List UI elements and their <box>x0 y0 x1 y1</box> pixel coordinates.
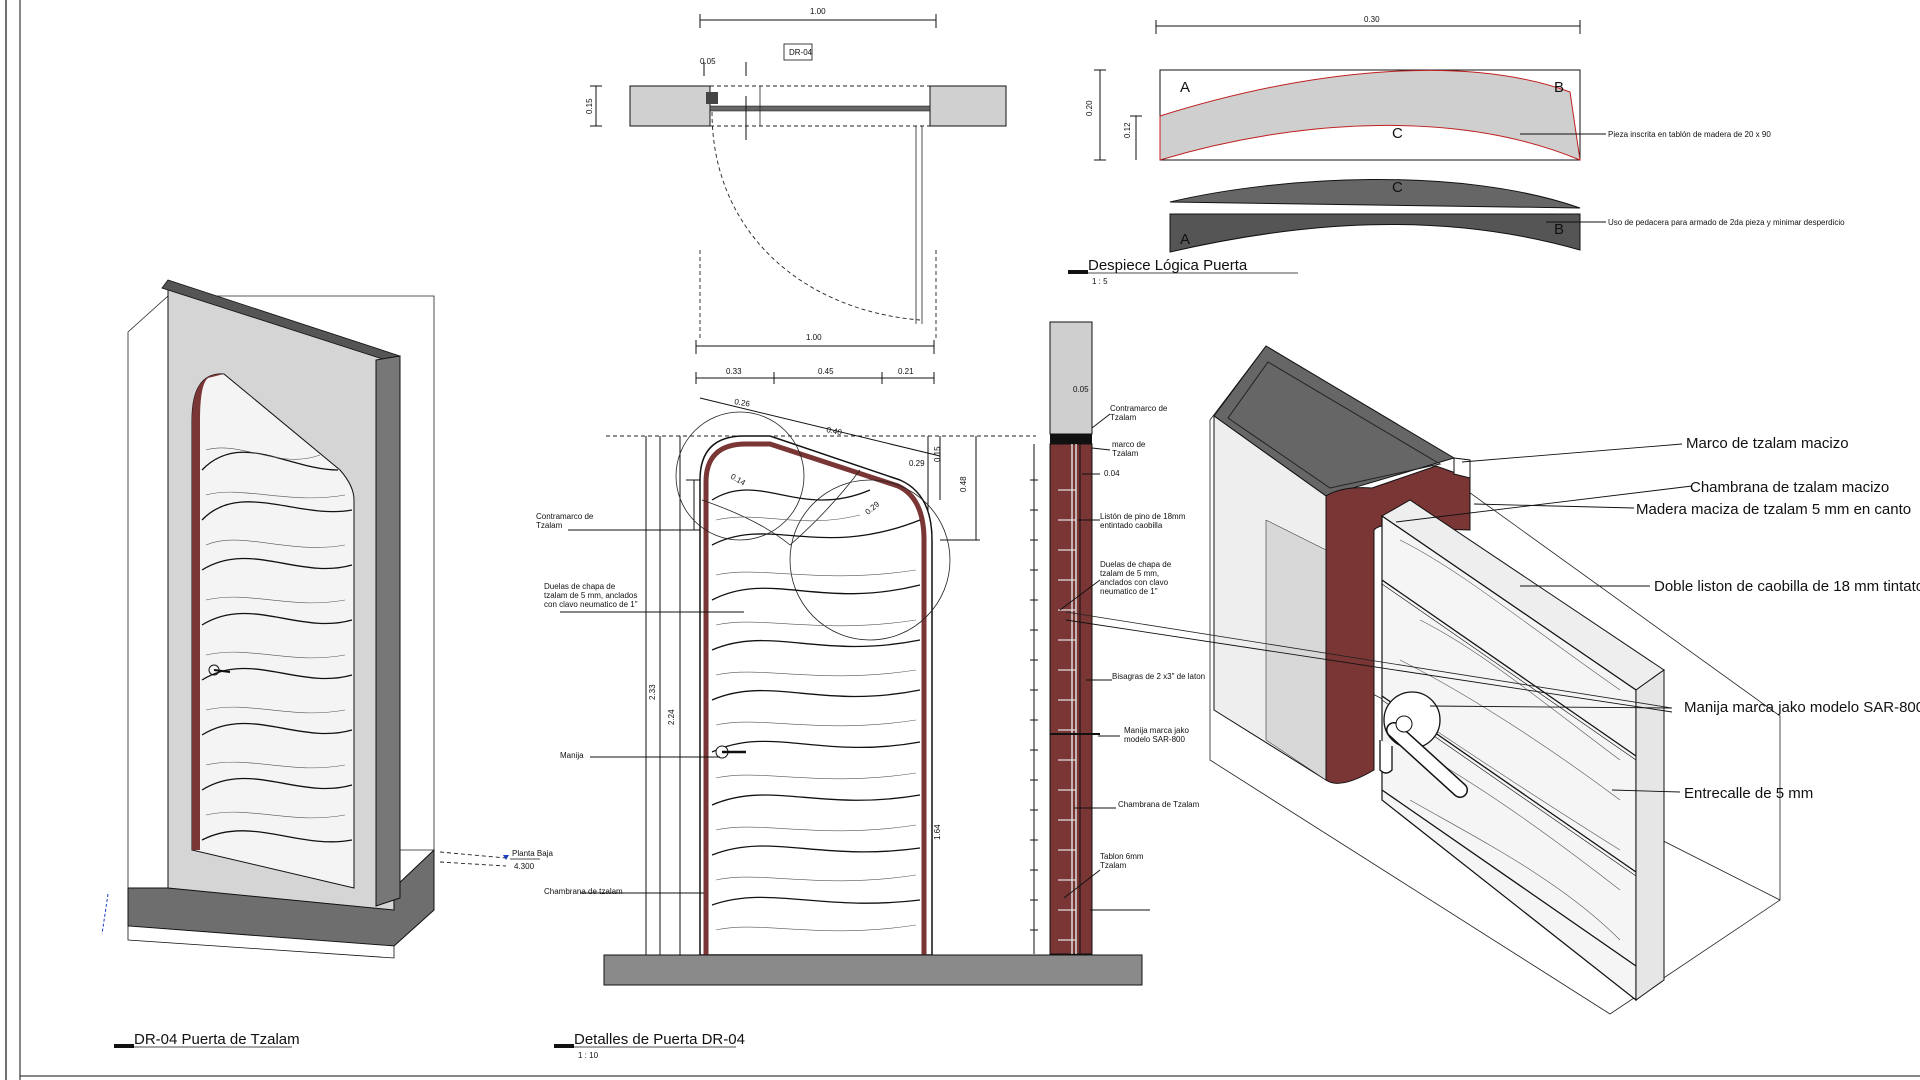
despiece-label-c2: C <box>1392 179 1403 196</box>
elev-scale: 1 : 10 <box>578 1051 599 1060</box>
svg-text:0.20: 0.20 <box>1085 100 1094 116</box>
elev-dim-total: 1.00 <box>806 333 822 342</box>
detail-label-marco: Marco de tzalam macizo <box>1686 435 1849 452</box>
iso-door-view <box>101 279 509 959</box>
section-view: 0.04 0.05 <box>1030 321 1150 955</box>
svg-text:0.05: 0.05 <box>1073 385 1089 394</box>
svg-text:0.48: 0.48 <box>959 476 968 492</box>
despiece-label-a2: A <box>1180 231 1190 248</box>
elev-dim-radius-1: 0.26 <box>734 397 751 409</box>
detail-label-entrecalle: Entrecalle de 5 mm <box>1684 785 1813 802</box>
svg-text:0.29: 0.29 <box>909 459 925 468</box>
level-label: Planta Baja <box>512 849 553 858</box>
sec-label-manija: Manija marca jako modelo SAR-800 <box>1124 726 1189 744</box>
level-value: 4.300 <box>514 862 535 871</box>
despiece-note-1: Pieza inscrita en tablón de madera de 20… <box>1608 130 1771 139</box>
detail-label-chambrana: Chambrana de tzalam macizo <box>1690 479 1889 496</box>
despiece-note-2: Uso de pedacera para armado de 2da pieza… <box>1608 218 1845 227</box>
svg-text:0.04: 0.04 <box>1104 469 1120 478</box>
despiece-scale: 1 : 5 <box>1092 277 1108 286</box>
despiece-label-c: C <box>1392 125 1403 142</box>
sec-label-bisagras: Bisagras de 2 x3" de laton <box>1112 672 1205 681</box>
elev-label-duelas: Duelas de chapa de tzalam de 5 mm, ancla… <box>544 582 638 609</box>
despiece-label-a: A <box>1180 79 1190 96</box>
despiece-label-b: B <box>1554 79 1564 96</box>
iso-detail-view <box>1065 345 1781 1015</box>
sec-label-contramarco: Contramarco de Tzalam <box>1110 404 1167 422</box>
sheet-frame <box>5 0 1920 1080</box>
sec-label-marco: marco de Tzalam <box>1112 440 1145 458</box>
plan-tag: DR-04 <box>789 48 813 57</box>
plan-view: 0.05 0.15 <box>585 14 1007 340</box>
sec-label-chambrana: Chambrana de Tzalam <box>1118 800 1199 809</box>
detail-label-doble: Doble liston de caobilla de 18 mm tintat… <box>1654 578 1920 595</box>
elev-dim-a: 0.33 <box>726 367 742 376</box>
sec-label-duelas: Duelas de chapa de tzalam de 5 mm, ancla… <box>1100 560 1171 596</box>
sec-label-liston: Listón de pino de 18mm entintado caobill… <box>1100 512 1185 530</box>
despiece-label-b2: B <box>1554 221 1564 238</box>
svg-text:0.15: 0.15 <box>933 446 942 462</box>
iso-title: DR-04 Puerta de Tzalam <box>134 1031 300 1048</box>
svg-text:2.24: 2.24 <box>667 709 676 725</box>
elev-label-contramarco: Contramarco de Tzalam <box>536 512 593 530</box>
svg-text:0.12: 0.12 <box>1123 122 1132 138</box>
plan-tag-box <box>783 43 813 61</box>
svg-text:2.33: 2.33 <box>648 684 657 700</box>
elev-title: Detalles de Puerta DR-04 <box>574 1031 745 1048</box>
elev-label-chambrana: Chambrana de tzalam <box>544 887 623 896</box>
despiece-title: Despiece Lógica Puerta <box>1088 257 1248 274</box>
plan-dim-top: 1.00 <box>810 7 826 16</box>
despiece-dim-top: 0.30 <box>1364 15 1380 24</box>
svg-text:0.15: 0.15 <box>585 98 594 114</box>
despiece-view: 0.20 0.12 <box>1085 20 1606 253</box>
detail-label-madera: Madera maciza de tzalam 5 mm en canto <box>1636 501 1911 518</box>
sec-label-tablon: Tablon 6mm Tzalam <box>1100 852 1144 870</box>
svg-text:0.05: 0.05 <box>700 57 716 66</box>
elev-label-manija: Manija <box>560 751 584 760</box>
elev-dim-c: 0.21 <box>898 367 914 376</box>
elev-dim-radius-2: 0.40 <box>826 425 844 437</box>
elev-dim-b: 0.45 <box>818 367 834 376</box>
svg-text:1.64: 1.64 <box>933 824 942 840</box>
detail-label-manija: Manija marca jako modelo SAR-800 <box>1684 699 1920 716</box>
elevation-view: 1.64 2.33 2.24 0.14 0.29 0.29 0.15 0.48 <box>560 340 1143 986</box>
